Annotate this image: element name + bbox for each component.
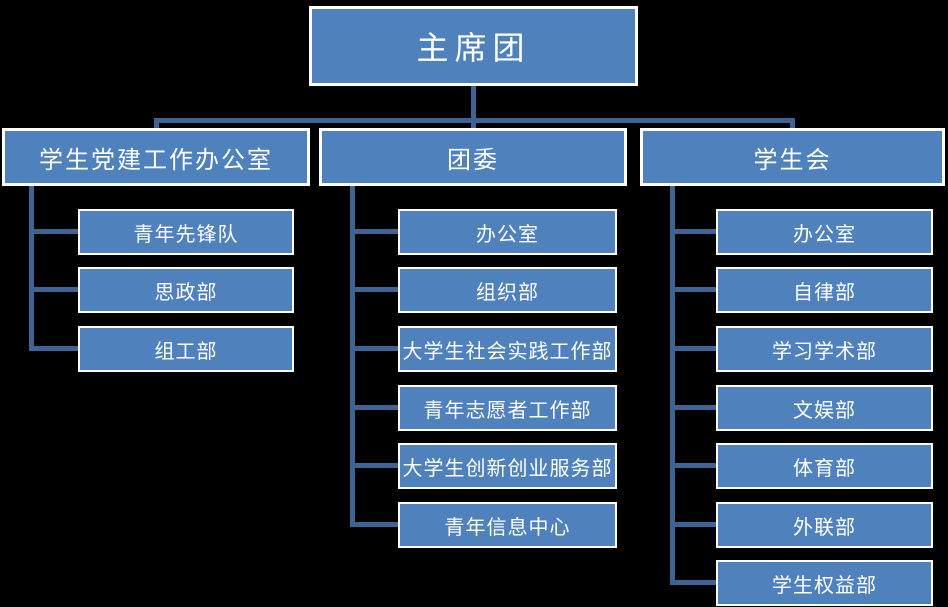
org-branch-label: 学生会 xyxy=(753,147,832,174)
connector-drop-right xyxy=(790,118,795,130)
connector-branch2-stub xyxy=(670,522,716,527)
connector-branch0-rail xyxy=(29,186,34,351)
org-child-node: 组工部 xyxy=(78,326,294,372)
org-child-node: 青年信息中心 xyxy=(398,502,617,548)
connector-branch1-stub xyxy=(350,346,398,351)
connector-branch1-stub xyxy=(350,522,398,527)
org-child-node: 大学生创新创业服务部 xyxy=(398,443,617,489)
org-child-node: 体育部 xyxy=(716,443,933,489)
connector-drop-left xyxy=(154,118,159,130)
connector-branch0-stub xyxy=(29,287,78,292)
connector-branch2-rail xyxy=(670,186,675,585)
org-child-label: 青年志愿者工作部 xyxy=(423,399,592,422)
connector-branch2-stub xyxy=(670,346,716,351)
connector-branch2-stub xyxy=(670,405,716,410)
org-child-node: 办公室 xyxy=(716,209,933,255)
org-child-label: 文娱部 xyxy=(793,399,856,422)
org-child-node: 思政部 xyxy=(78,267,294,313)
org-root-label: 主席团 xyxy=(416,30,531,66)
org-child-node: 学习学术部 xyxy=(716,326,933,372)
org-child-node: 文娱部 xyxy=(716,385,933,431)
connector-branch2-stub xyxy=(670,229,716,234)
connector-root-bar xyxy=(154,118,795,123)
org-branch-label: 团委 xyxy=(447,147,499,174)
connector-branch2-stub xyxy=(670,580,716,585)
connector-branch0-stub xyxy=(29,229,78,234)
org-branch-node-student-union: 学生会 xyxy=(640,128,945,186)
connector-branch2-stub xyxy=(670,287,716,292)
connector-branch2-stub xyxy=(670,463,716,468)
org-child-label: 青年先锋队 xyxy=(133,223,239,246)
org-branch-label: 学生党建工作办公室 xyxy=(39,147,273,174)
connector-root-stem xyxy=(471,85,476,130)
org-child-node: 学生权益部 xyxy=(716,560,933,606)
connector-branch1-stub xyxy=(350,405,398,410)
connector-branch1-stub xyxy=(350,229,398,234)
org-child-node: 青年先锋队 xyxy=(78,209,294,255)
connector-branch0-stub xyxy=(29,346,78,351)
org-child-node: 青年志愿者工作部 xyxy=(398,385,617,431)
org-child-node: 组织部 xyxy=(398,267,617,313)
org-root-node: 主席团 xyxy=(309,6,638,86)
org-child-label: 办公室 xyxy=(793,223,856,246)
org-child-label: 办公室 xyxy=(476,223,539,246)
org-child-label: 体育部 xyxy=(793,457,856,480)
org-branch-node-party-office: 学生党建工作办公室 xyxy=(2,128,310,186)
org-child-label: 青年信息中心 xyxy=(444,516,571,539)
connector-branch1-stub xyxy=(350,463,398,468)
org-child-label: 组工部 xyxy=(154,340,218,363)
connector-branch1-rail xyxy=(350,186,355,527)
org-child-label: 外联部 xyxy=(793,516,856,539)
connector-branch1-stub xyxy=(350,287,398,292)
org-child-label: 学习学术部 xyxy=(772,340,877,363)
org-child-node: 自律部 xyxy=(716,267,933,313)
org-child-node: 大学生社会实践工作部 xyxy=(398,326,617,372)
org-child-label: 自律部 xyxy=(793,281,856,304)
org-child-label: 学生权益部 xyxy=(772,574,877,597)
org-child-node: 办公室 xyxy=(398,209,617,255)
org-child-label: 大学生创新创业服务部 xyxy=(402,457,613,480)
org-child-label: 思政部 xyxy=(154,281,218,304)
org-branch-node-youth-league: 团委 xyxy=(319,128,627,186)
org-child-label: 组织部 xyxy=(476,281,539,304)
org-child-label: 大学生社会实践工作部 xyxy=(402,340,613,363)
org-child-node: 外联部 xyxy=(716,502,933,548)
